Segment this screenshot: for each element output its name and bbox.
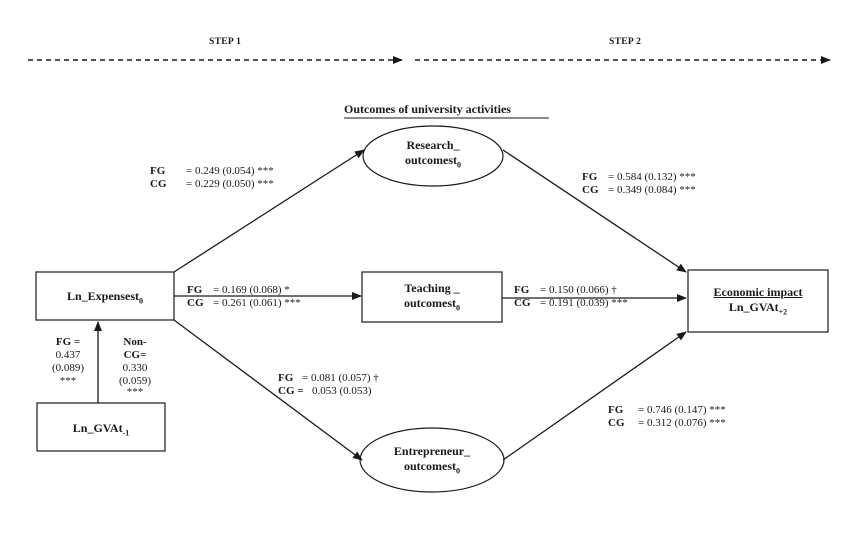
arrow-entrepreneur-economic — [502, 331, 687, 461]
coef-te-cg-key: CG — [514, 297, 531, 309]
teaching-sub: 0 — [455, 303, 460, 313]
gva-fg-l1: FG = — [55, 336, 81, 348]
coef-te-fg-val: = 0.150 (0.066) † — [540, 284, 617, 296]
gva-fg-l4: *** — [59, 375, 77, 387]
coef-er-cg-key: CG — [150, 178, 167, 190]
economic-impact-measure: Ln_GVAt+2 — [688, 300, 828, 319]
arrow-research-economic — [502, 149, 687, 273]
coef-entrepreneur-economic: FG = 0.746 (0.147) *** CG = 0.312 (0.076) … — [608, 404, 726, 430]
coef-et-cg-val: = 0.261 (0.061) *** — [213, 297, 301, 309]
research-main: outcomest — [405, 153, 457, 167]
gva-cg-l1: Non- — [123, 336, 147, 348]
gva-lag-box — [36, 402, 166, 452]
coef-gva-expenses-cg: Non- CG= 0.330 (0.059) *** — [112, 336, 158, 397]
coef-ee-cg-key: CG = — [278, 385, 304, 397]
teaching-box — [361, 271, 503, 323]
coef-et-fg-key: FG — [187, 284, 203, 296]
research-label: Research_ outcomest0 — [363, 138, 503, 172]
coef-ne-fg-val: = 0.746 (0.147) *** — [638, 404, 726, 416]
coef-re-fg-val: = 0.584 (0.132) *** — [608, 171, 696, 183]
research-sub: 0 — [456, 160, 461, 170]
entrepreneur-line2: outcomest0 — [360, 459, 504, 478]
coef-re-cg-key: CG — [582, 184, 599, 196]
gva-fg-l3: (0.089) — [51, 362, 85, 374]
expenses-label: Ln_Expensest0 — [36, 289, 174, 308]
expenses-box — [35, 271, 175, 321]
coef-ee-cg-val: 0.053 (0.053) — [312, 385, 372, 397]
entrepreneur-main: outcomest — [404, 459, 456, 473]
arrow-expenses-research — [173, 149, 365, 273]
research-line2: outcomest0 — [363, 153, 503, 172]
coef-gva-expenses-fg: FG = 0.437 (0.089) *** — [46, 336, 90, 388]
gva-lag-sub: -1 — [122, 428, 130, 438]
teaching-main: outcomest — [404, 296, 456, 310]
coef-ee-fg-key: FG — [278, 372, 294, 384]
gva-cg-l2: CG= — [123, 349, 147, 361]
entrepreneur-label: Entrepreneur_ outcomest0 — [360, 444, 504, 478]
entrepreneur-sub: 0 — [455, 466, 460, 476]
coef-re-cg-val: = 0.349 (0.084) *** — [608, 184, 696, 196]
gva-cg-l3: 0.330 — [122, 362, 148, 374]
outcomes-heading: Outcomes of university activities — [344, 102, 511, 116]
coef-et-fg-val: = 0.169 (0.068) * — [213, 284, 290, 296]
teaching-line2: outcomest0 — [362, 296, 502, 315]
coef-expenses-teaching: FG = 0.169 (0.068) * CG = 0.261 (0.061) **… — [187, 284, 301, 310]
coef-er-fg-val: = 0.249 (0.054) *** — [186, 165, 274, 177]
gva-lag-main: Ln_GVAt — [72, 421, 123, 435]
coef-ee-fg-val: = 0.081 (0.057) † — [302, 372, 379, 384]
expenses-main: Ln_Expensest — [66, 289, 140, 303]
coef-teaching-economic: FG = 0.150 (0.066) † CG = 0.191 (0.039) **… — [514, 284, 628, 310]
coef-ne-cg-key: CG — [608, 417, 625, 429]
economic-sub: +2 — [778, 307, 788, 317]
coef-te-cg-val: = 0.191 (0.039) *** — [540, 297, 628, 309]
expenses-sub: 0 — [139, 296, 144, 306]
step2-label: STEP 2 — [609, 37, 642, 47]
research-line1: Research_ — [406, 138, 460, 152]
teaching-line1: Teaching _ — [404, 281, 460, 295]
gva-cg-l4: (0.059) — [118, 375, 152, 387]
economic-impact-title: Economic impact — [713, 285, 803, 299]
coef-er-fg-key: FG — [150, 165, 166, 177]
economic-main: Ln_GVAt — [728, 300, 779, 314]
coef-ne-cg-val: = 0.312 (0.076) *** — [638, 417, 726, 429]
coef-et-cg-key: CG — [187, 297, 204, 309]
coef-research-economic: FG = 0.584 (0.132) *** CG = 0.349 (0.084) … — [582, 171, 696, 197]
coef-ne-fg-key: FG — [608, 404, 624, 416]
entrepreneur-line1: Entrepreneur_ — [393, 444, 471, 458]
gva-fg-l2: 0.437 — [55, 349, 81, 361]
gva-lag-label: Ln_GVAt-1 — [37, 421, 165, 440]
coef-er-cg-val: = 0.229 (0.050) *** — [186, 178, 274, 190]
coef-te-fg-key: FG — [514, 284, 530, 296]
gva-cg-l5: *** — [126, 388, 144, 397]
coef-expenses-entrepreneur: FG = 0.081 (0.057) † CG = 0.053 (0.053) — [278, 372, 379, 398]
coef-expenses-research: FG = 0.249 (0.054) *** CG = 0.229 (0.050) … — [150, 165, 274, 191]
economic-impact-label: Economic impact Ln_GVAt+2 — [688, 285, 828, 319]
coef-re-fg-key: FG — [582, 171, 598, 183]
economic-impact-box — [687, 269, 829, 333]
teaching-label: Teaching _ outcomest0 — [362, 281, 502, 315]
arrow-expenses-entrepreneur — [173, 319, 363, 461]
step1-label: STEP 1 — [209, 37, 242, 47]
